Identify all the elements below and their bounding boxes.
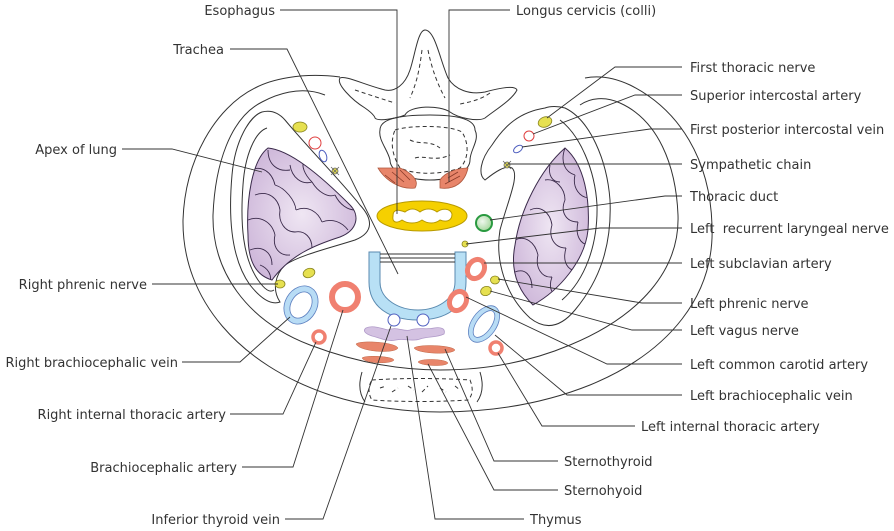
label-longus-cervicis: Longus cervicis (colli) bbox=[516, 4, 656, 19]
manubrium-sternum bbox=[359, 371, 483, 403]
body-outline bbox=[182, 74, 713, 413]
label-inferior-thyroid-vein: Inferior thyroid vein bbox=[151, 513, 280, 528]
vertebra bbox=[338, 29, 518, 189]
inferior-thyroid-vein-left bbox=[416, 313, 430, 327]
label-right-phrenic-nerve: Right phrenic nerve bbox=[19, 278, 147, 293]
left-brachiocephalic-vein-inner bbox=[472, 310, 496, 338]
right-brachiocephalic-vein-inner bbox=[289, 291, 313, 319]
leader-lines bbox=[122, 9, 682, 520]
label-left-subclavian-artery: Left subclavian artery bbox=[690, 257, 832, 272]
thoracic-duct bbox=[475, 214, 493, 232]
label-superior-intercostal-artery: Superior intercostal artery bbox=[690, 89, 862, 104]
right-brachiocephalic-vein-outer bbox=[283, 285, 319, 325]
label-left-brachiocephalic-vein: Left brachiocephalic vein bbox=[690, 389, 853, 404]
right-posterior-intercostal-vein bbox=[318, 149, 328, 163]
trachea bbox=[368, 251, 467, 321]
left-common-carotid-artery bbox=[446, 288, 470, 314]
left-superior-intercostal-artery bbox=[523, 130, 535, 142]
left-brachiocephalic-vein-outer bbox=[468, 305, 500, 343]
left-subclavian-artery bbox=[464, 256, 488, 282]
left-phrenic-nerve bbox=[490, 275, 500, 285]
label-first-thoracic-nerve: First thoracic nerve bbox=[690, 61, 815, 76]
left-sympathetic-chain bbox=[502, 160, 512, 170]
label-right-brachiocephalic-vein: Right brachiocephalic vein bbox=[5, 356, 178, 371]
label-left-vagus-nerve: Left vagus nerve bbox=[690, 324, 799, 339]
right-sympathetic-chain bbox=[330, 166, 340, 176]
label-left-common-carotid-artery: Left common carotid artery bbox=[690, 358, 868, 373]
right-lung-apex bbox=[247, 147, 357, 281]
label-left-recurrent-laryngeal-nerve: Left recurrent laryngeal nerve bbox=[690, 222, 889, 237]
label-thoracic-duct: Thoracic duct bbox=[689, 190, 778, 205]
right-internal-thoracic-artery bbox=[311, 329, 327, 345]
right-superior-intercostal-artery bbox=[308, 136, 322, 150]
label-sympathetic-chain: Sympathetic chain bbox=[690, 158, 811, 173]
label-right-internal-thoracic-artery: Right internal thoracic artery bbox=[38, 408, 227, 423]
right-first-thoracic-nerve bbox=[292, 121, 308, 133]
brachiocephalic-artery bbox=[329, 281, 361, 313]
label-left-internal-thoracic-artery: Left internal thoracic artery bbox=[641, 420, 820, 435]
label-first-posterior-intercostal-vein: First posterior intercostal vein bbox=[690, 123, 884, 138]
left-first-thoracic-nerve bbox=[537, 116, 553, 128]
left-lung-apex bbox=[513, 147, 589, 306]
thymus bbox=[364, 326, 445, 341]
label-sternothyroid: Sternothyroid bbox=[564, 455, 653, 470]
label-thymus: Thymus bbox=[529, 513, 582, 528]
label-left-phrenic-nerve: Left phrenic nerve bbox=[690, 297, 809, 312]
left-posterior-intercostal-vein bbox=[513, 144, 523, 154]
left-vagus-nerve bbox=[480, 285, 492, 297]
right-brachiocephalic-vein bbox=[283, 285, 319, 325]
labels: Esophagus Trachea Apex of lung Right phr… bbox=[5, 4, 888, 528]
infrahyoid-muscles bbox=[355, 341, 456, 366]
left-internal-thoracic-artery bbox=[488, 340, 504, 356]
left-brachiocephalic-vein bbox=[468, 305, 500, 343]
label-trachea: Trachea bbox=[172, 43, 224, 58]
label-sternohyoid: Sternohyoid bbox=[564, 484, 642, 499]
label-esophagus: Esophagus bbox=[204, 4, 275, 19]
inferior-thyroid-vein-right bbox=[387, 313, 401, 327]
label-apex-of-lung: Apex of lung bbox=[35, 143, 117, 158]
right-vagus-nerve bbox=[302, 267, 316, 279]
esophagus bbox=[376, 200, 468, 232]
label-brachiocephalic-artery: Brachiocephalic artery bbox=[90, 461, 237, 476]
